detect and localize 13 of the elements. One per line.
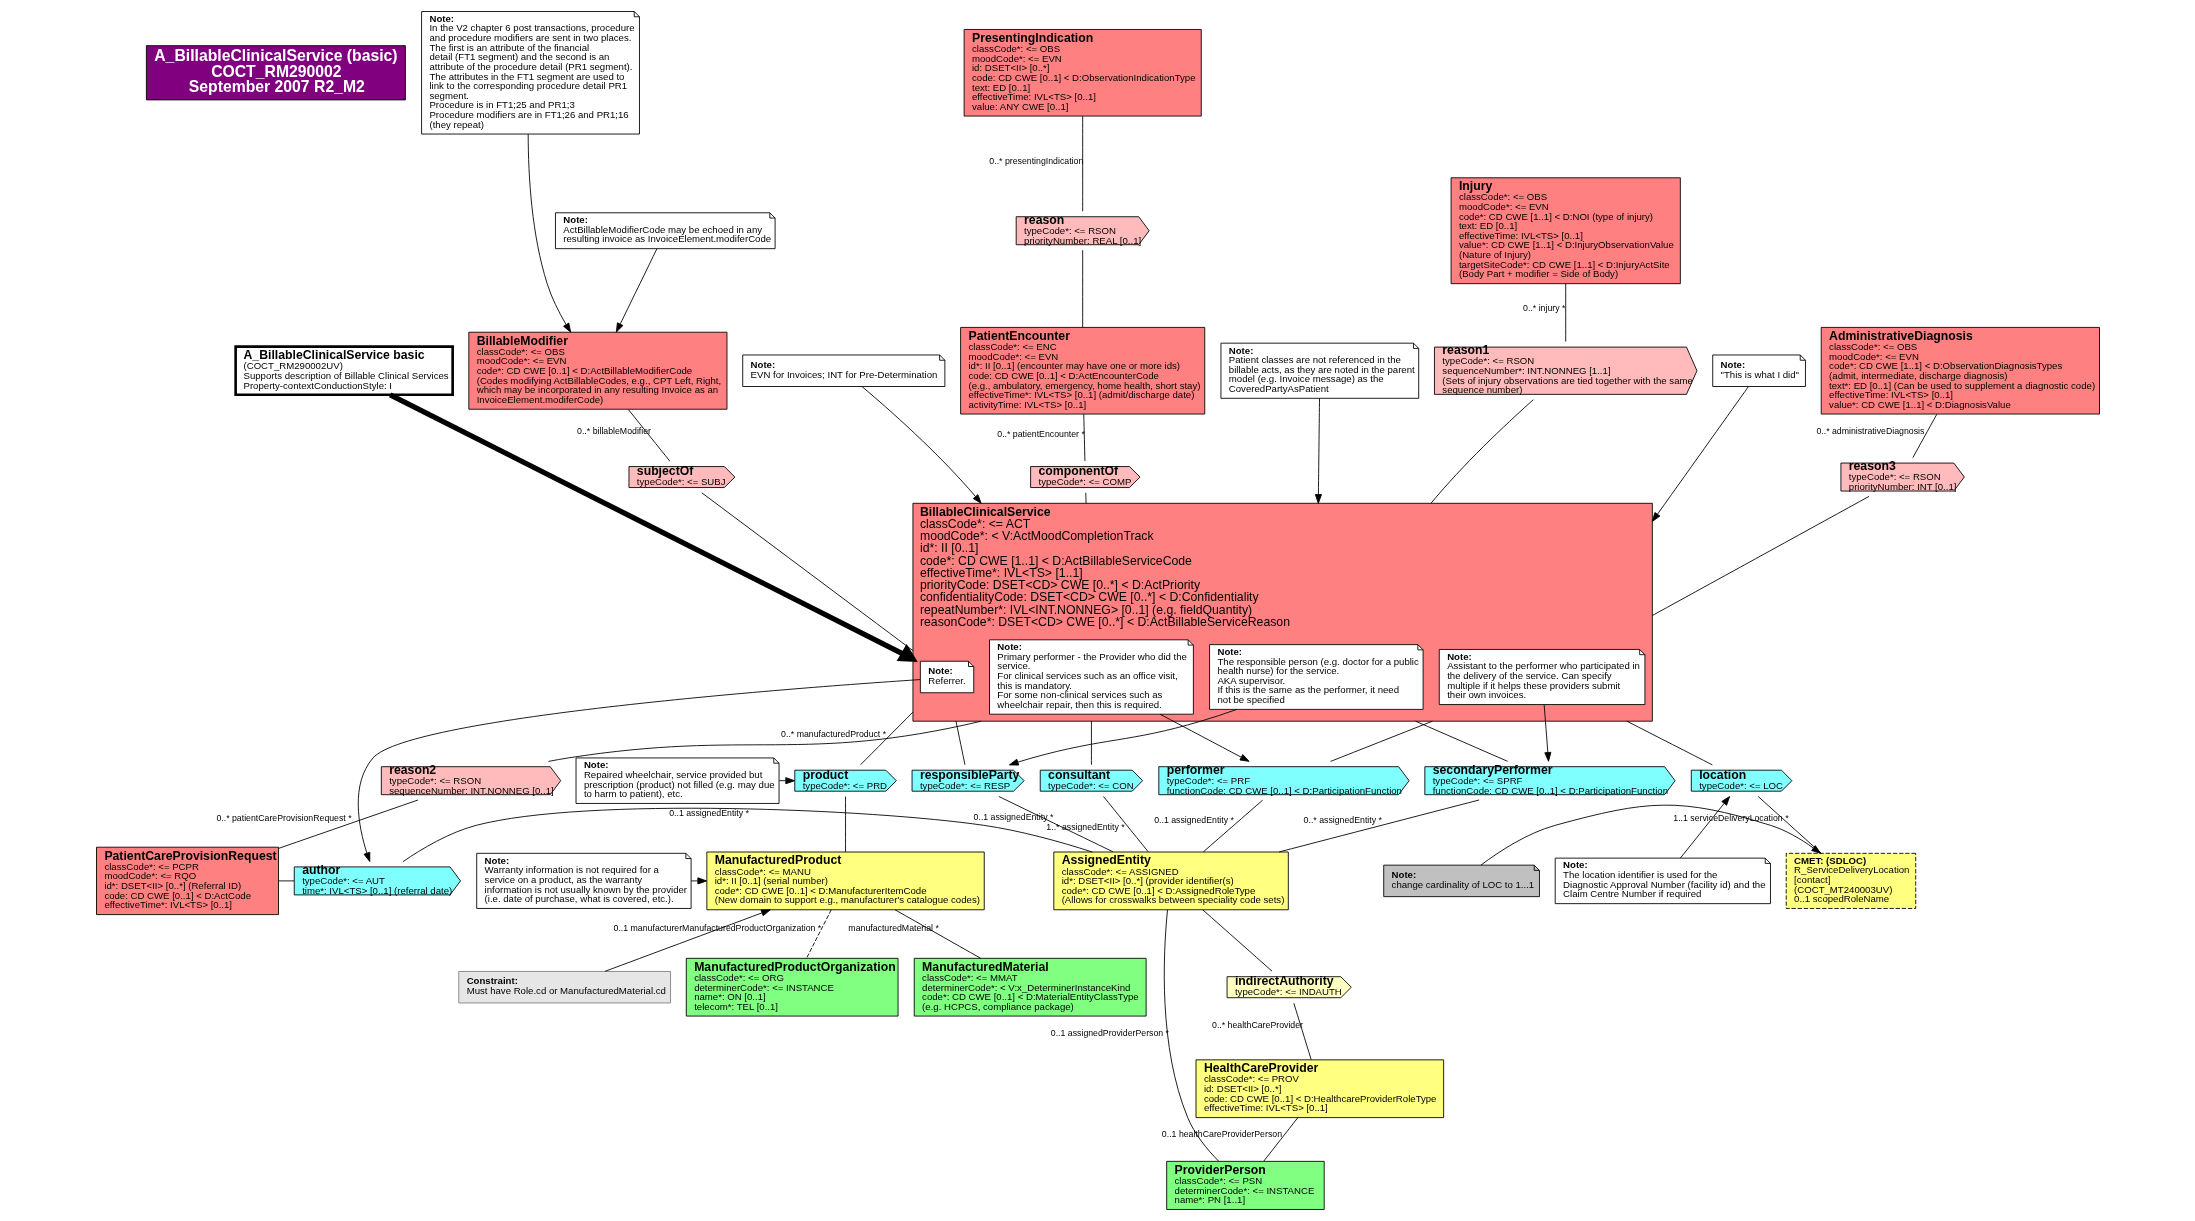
edge-label: 0..* patientCareProvisionRequest * bbox=[215, 812, 352, 823]
edge-label: 0..* patientEncounter * bbox=[996, 428, 1085, 439]
edge-label: 0..1 healthCareProviderPerson bbox=[1161, 1129, 1282, 1140]
edge-label: 0..* injury * bbox=[1522, 303, 1565, 314]
edge-label: 0..* manufacturedProduct * bbox=[780, 729, 886, 740]
edge-label: 0..* assignedEntity * bbox=[1303, 814, 1382, 825]
edge-label: 0..1 assignedEntity * bbox=[1153, 814, 1234, 825]
edge-label: 0..* healthCareProvider bbox=[1211, 1019, 1303, 1030]
edge-label: 0..1 assignedEntity * bbox=[668, 807, 749, 818]
edge-label: 0..1 assignedProviderPerson * bbox=[1050, 1028, 1169, 1039]
edge-label: 1..* assignedEntity * bbox=[1045, 821, 1125, 832]
edge-label: 0..* billableModifier bbox=[576, 426, 651, 437]
edge-label: 0..* administrativeDiagnosis bbox=[1815, 426, 1924, 437]
